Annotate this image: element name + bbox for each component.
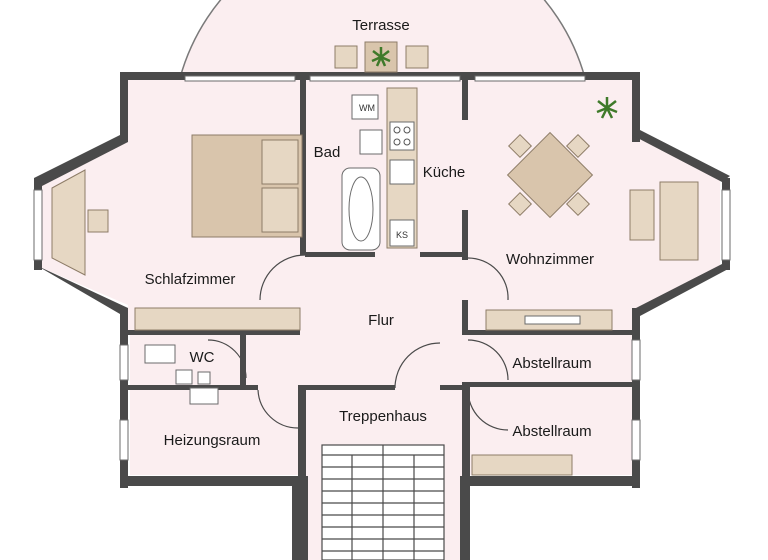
sofa	[629, 181, 699, 261]
bed	[191, 134, 303, 238]
kitchen-counter: KS	[386, 87, 418, 249]
room-label-schlafzimmer: Schlafzimmer	[145, 271, 236, 288]
staircase	[321, 444, 445, 560]
bathroom-fixtures: WM	[341, 94, 383, 251]
room-label-heizungsraum: Heizungsraum	[164, 432, 261, 449]
room-label-flur: Flur	[368, 312, 394, 329]
dining-table	[506, 131, 594, 219]
room-label-treppenhaus: Treppenhaus	[339, 408, 427, 425]
room-label-wohnzimmer: Wohnzimmer	[506, 251, 594, 268]
room-label-bad: Bad	[314, 144, 341, 161]
wc-fixtures	[144, 344, 219, 405]
plant-icon	[596, 97, 618, 119]
floor-areas	[42, 80, 720, 560]
doors	[207, 254, 509, 431]
windows	[33, 75, 731, 461]
room-label-wc: WC	[190, 349, 215, 366]
storage-shelf	[471, 454, 573, 476]
room-label-abstellraum-2: Abstellraum	[512, 423, 591, 440]
room-label-kueche: Küche	[423, 164, 466, 181]
terrace-area	[179, 0, 586, 79]
plant-icon	[371, 47, 391, 67]
room-label-abstellraum-1: Abstellraum	[512, 355, 591, 372]
bedroom-side-furniture	[51, 169, 301, 331]
fridge-label: KS	[396, 230, 408, 240]
room-label-terrasse: Terrasse	[352, 17, 410, 34]
washing-machine-label: WM	[359, 103, 375, 113]
tv-sideboard	[485, 309, 613, 331]
